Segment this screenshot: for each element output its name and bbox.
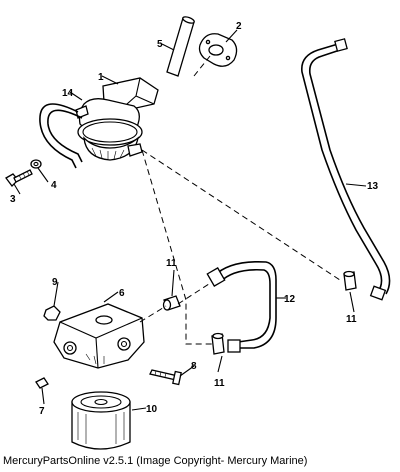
screw-part[interactable] [149,369,182,386]
callout-label: 9 [52,277,58,288]
callout-label: 10 [146,404,158,415]
callout-label: 13 [367,181,379,192]
fuel-line-13-part[interactable] [301,38,391,301]
callout-label: 1 [98,72,104,83]
image-caption: MercuryPartsOnline v2.5.1 (Image Copyrig… [3,455,308,467]
callout-label: 7 [39,406,45,417]
callout-label: 4 [51,180,57,191]
callout-label: 14 [62,88,74,99]
fitting-part-upper[interactable] [162,295,181,311]
hose-sleeve-part[interactable] [166,16,195,77]
fuel-pump-part[interactable] [75,77,159,161]
fitting-part-right[interactable] [343,270,357,291]
callout-label: 11 [166,258,177,269]
callout-label: 5 [157,39,163,50]
callout-label: 11 [214,378,225,389]
fuel-line-12-part[interactable] [206,260,277,353]
callout-label: 12 [284,294,296,305]
gasket-part[interactable] [198,33,238,67]
vent-hose-part[interactable] [39,103,83,169]
assembly-lines [139,55,341,345]
callout-label: 3 [10,194,16,205]
callout-label: 2 [236,21,242,32]
callout-label: 6 [119,288,125,299]
callout-label: 11 [346,314,357,325]
leader-lines [13,29,367,411]
fitting-part-lower[interactable] [211,332,225,355]
callout-label: 8 [191,361,197,372]
lock-washer-part[interactable] [30,159,42,169]
fuel-filter-part[interactable] [71,391,131,450]
plug-part-bottom[interactable] [35,377,49,389]
plug-part-top[interactable] [43,305,61,321]
filter-base-part[interactable] [53,303,145,369]
bolt-part[interactable] [5,169,33,187]
